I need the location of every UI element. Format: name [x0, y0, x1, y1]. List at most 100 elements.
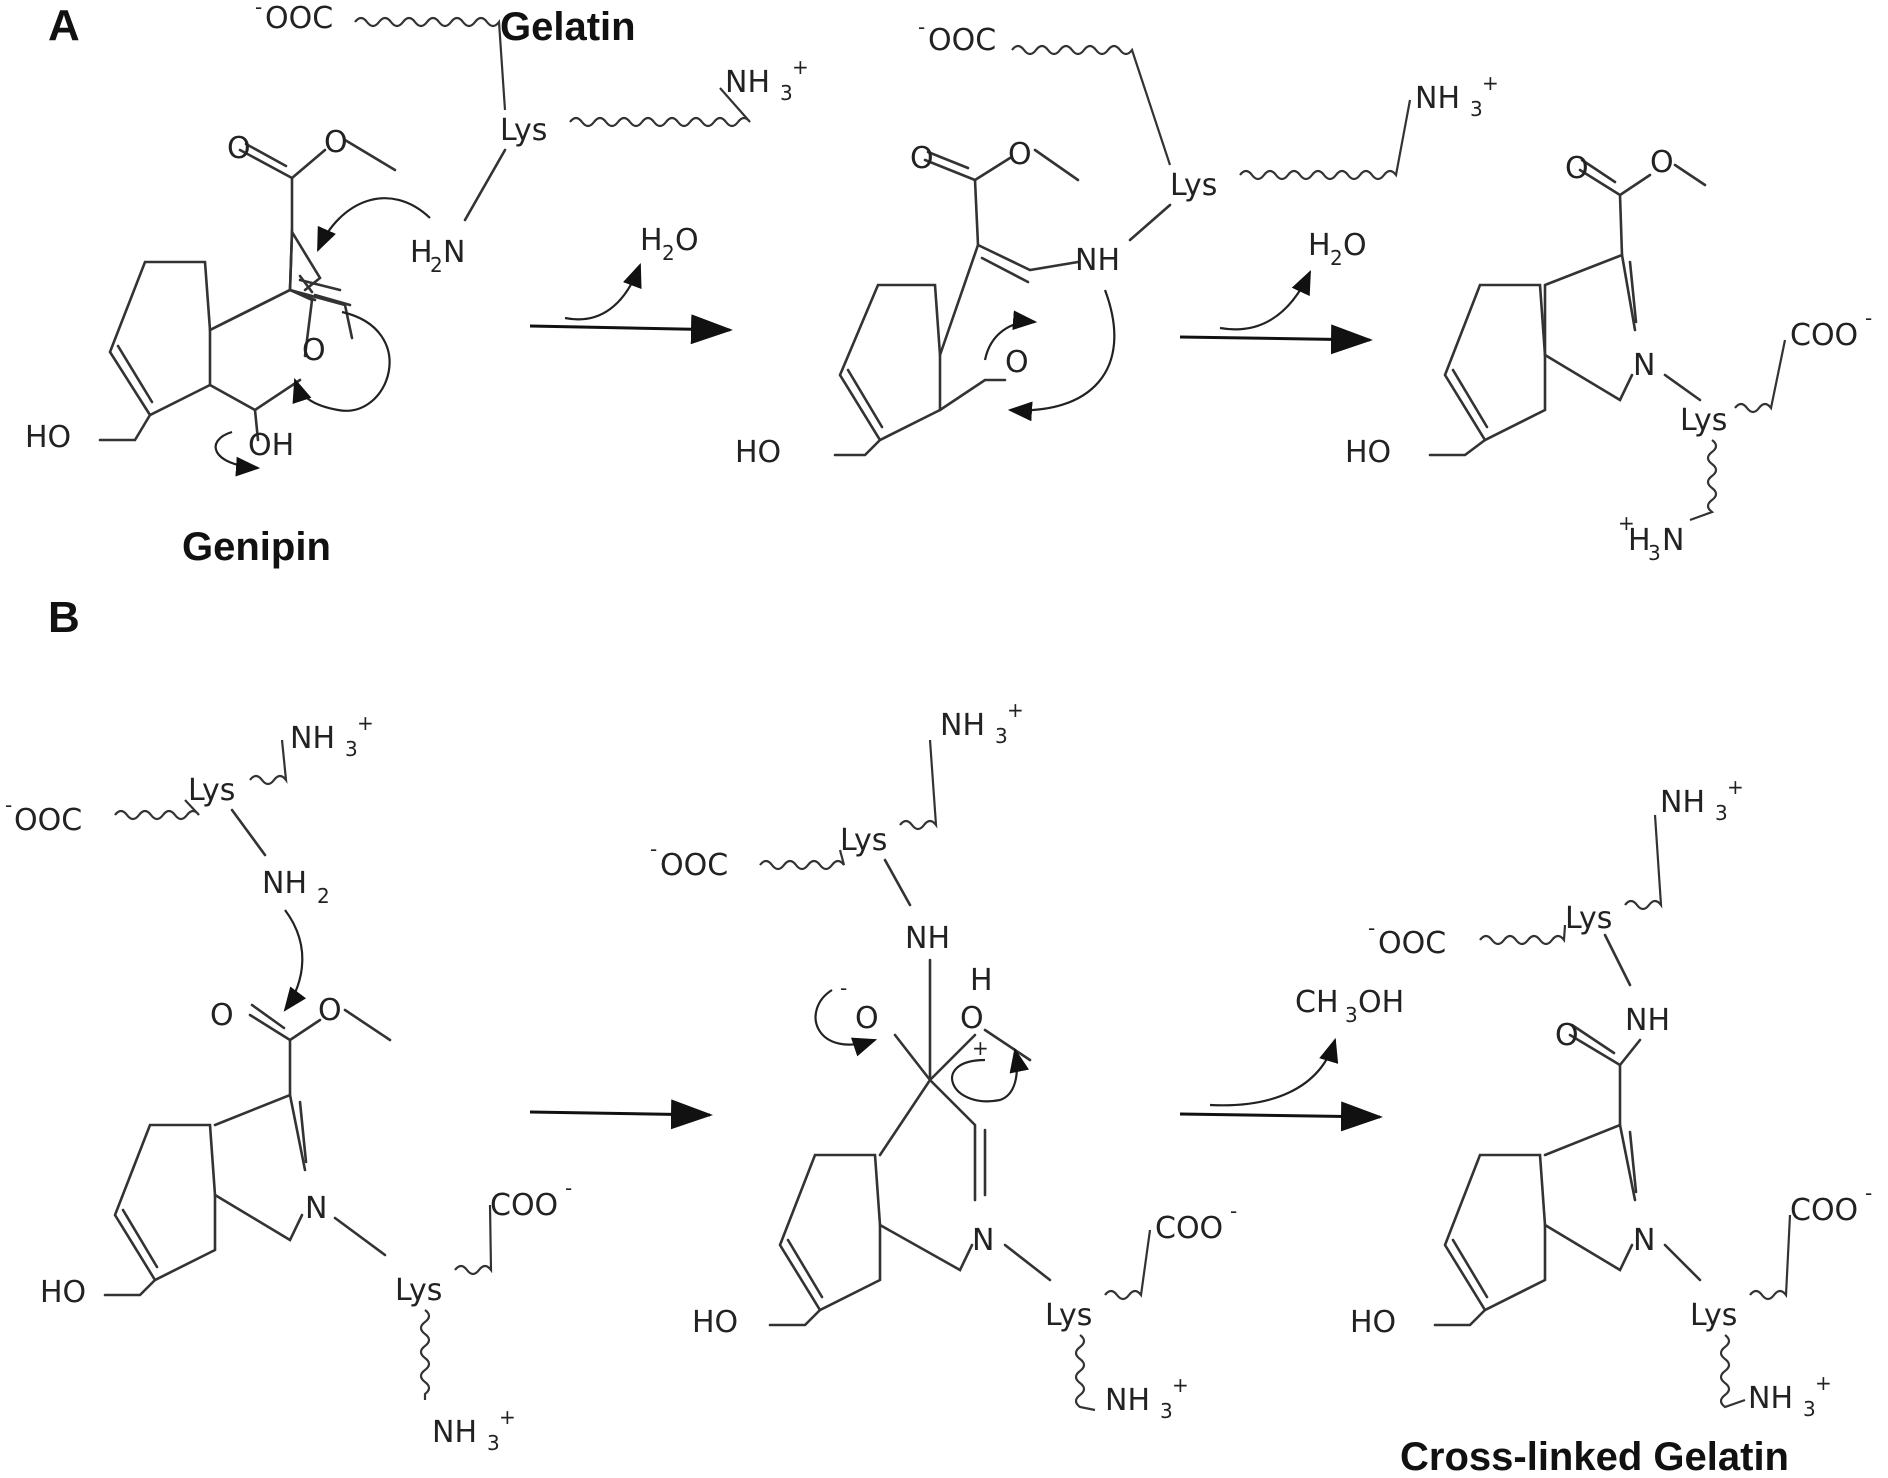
svg-text:NH: NH — [290, 721, 335, 756]
svg-text:NH: NH — [725, 65, 770, 100]
svg-text:2: 2 — [662, 241, 675, 265]
svg-text:Lys: Lys — [1690, 1298, 1737, 1333]
gelatin-chain-a1: - OOC Lys NH 3 + H 2 N — [255, 0, 809, 277]
svg-text:N: N — [443, 235, 465, 270]
svg-text:COO: COO — [490, 1188, 558, 1223]
svg-text:HO: HO — [692, 1305, 738, 1340]
svg-text:NH: NH — [1075, 243, 1120, 278]
svg-text:-: - — [650, 837, 657, 861]
svg-text:-: - — [1865, 306, 1872, 330]
svg-text:+: + — [1815, 1371, 1832, 1395]
title-crosslinked: Cross-linked Gelatin — [1400, 1435, 1789, 1478]
svg-text:3: 3 — [1803, 1397, 1816, 1421]
svg-text:OOC: OOC — [14, 803, 82, 838]
svg-text:O: O — [910, 141, 934, 176]
svg-text:-: - — [918, 15, 925, 39]
svg-text:3: 3 — [345, 737, 358, 761]
svg-text:NH: NH — [1625, 1003, 1670, 1038]
svg-text:3: 3 — [780, 81, 793, 105]
svg-text:NH: NH — [905, 921, 950, 956]
svg-text:H: H — [970, 963, 993, 998]
svg-text:+: + — [357, 711, 374, 735]
svg-text:+: + — [1172, 1373, 1189, 1397]
svg-text:Lys: Lys — [840, 823, 887, 858]
svg-text:COO: COO — [1790, 1193, 1858, 1228]
svg-text:O: O — [302, 333, 326, 368]
gelatin-chain-a2: - OOC Lys NH 3 + — [918, 15, 1499, 203]
svg-text:N: N — [305, 1191, 327, 1226]
svg-text:2: 2 — [430, 253, 443, 277]
svg-text:+: + — [1618, 511, 1635, 535]
svg-text:OH: OH — [248, 428, 294, 463]
svg-text:2: 2 — [1330, 246, 1343, 270]
svg-text:OH: OH — [1358, 985, 1404, 1020]
svg-text:-: - — [1368, 916, 1375, 940]
svg-text:H: H — [1628, 523, 1651, 558]
svg-text:-: - — [1230, 1199, 1237, 1223]
svg-text:-: - — [255, 0, 262, 19]
svg-text:HO: HO — [25, 420, 71, 455]
svg-text:3: 3 — [1345, 1003, 1358, 1027]
gelatin-chain-b3: - OOC Lys NH 3 + NH — [1368, 775, 1744, 1038]
svg-text:COO: COO — [1155, 1211, 1223, 1246]
svg-text:NH: NH — [1748, 1381, 1793, 1416]
svg-text:NH: NH — [432, 1415, 477, 1450]
title-gelatin: Gelatin — [500, 5, 636, 49]
svg-text:NH: NH — [1660, 785, 1705, 820]
svg-text:NH: NH — [940, 708, 985, 743]
svg-text:2: 2 — [317, 884, 330, 908]
svg-text:O: O — [1005, 345, 1029, 380]
svg-text:3: 3 — [1715, 801, 1728, 825]
svg-text:O: O — [1008, 137, 1032, 172]
svg-text:+: + — [1007, 698, 1024, 722]
svg-text:-: - — [1865, 1181, 1872, 1205]
svg-text:NH: NH — [262, 866, 307, 901]
svg-text:HO: HO — [1350, 1305, 1396, 1340]
gelatin-chain-b1: - OOC Lys NH 3 + NH 2 — [5, 711, 374, 908]
svg-text:COO: COO — [1790, 318, 1858, 353]
svg-text:O: O — [324, 125, 348, 160]
svg-text:OOC: OOC — [928, 23, 996, 58]
svg-text:N: N — [1633, 1223, 1655, 1258]
svg-text:+: + — [499, 1405, 516, 1429]
svg-text:O: O — [318, 993, 342, 1028]
svg-text:H: H — [1308, 228, 1331, 263]
svg-text:3: 3 — [1470, 97, 1483, 121]
svg-text:-: - — [5, 793, 12, 817]
svg-text:Lys: Lys — [1565, 901, 1612, 936]
byproduct-methanol: CH 3 OH — [1295, 985, 1404, 1027]
svg-text:O: O — [960, 1001, 984, 1036]
svg-text:+: + — [792, 55, 809, 79]
svg-text:HO: HO — [735, 435, 781, 470]
svg-text:NH: NH — [1105, 1383, 1150, 1418]
svg-text:O: O — [227, 131, 251, 166]
svg-text:O: O — [1555, 1018, 1579, 1053]
svg-text:H: H — [410, 235, 433, 270]
svg-text:3: 3 — [1160, 1399, 1173, 1423]
product-a: O O N HO Lys COO - + H 3 N — [1345, 145, 1872, 565]
tetrahedral-intermediate: O - O H + N HO Lys COO - NH 3 + — [692, 958, 1237, 1423]
svg-text:Lys: Lys — [1045, 1298, 1092, 1333]
svg-text:O: O — [1565, 151, 1589, 186]
svg-text:3: 3 — [487, 1431, 500, 1455]
title-genipin: Genipin — [182, 525, 331, 569]
svg-text:-: - — [565, 1176, 572, 1200]
svg-text:3: 3 — [995, 724, 1008, 748]
panel-label-b: B — [48, 593, 80, 642]
svg-text:OOC: OOC — [1378, 926, 1446, 961]
panel-label-a: A — [48, 1, 80, 50]
svg-text:N: N — [1633, 348, 1655, 383]
crosslinked-product: O N HO Lys COO - NH 3 + — [1350, 1018, 1872, 1421]
svg-text:O: O — [1650, 145, 1674, 180]
genipin-molecule: O O O HO OH — [25, 125, 397, 463]
svg-text:O: O — [210, 998, 234, 1033]
svg-text:-: - — [840, 976, 847, 1000]
ester-intermediate-b1: O O N HO Lys COO - NH 3 + — [40, 993, 572, 1455]
svg-text:N: N — [1662, 523, 1684, 558]
svg-text:N: N — [972, 1223, 994, 1258]
svg-text:H: H — [640, 223, 663, 258]
svg-text:NH: NH — [1415, 81, 1460, 116]
byproduct-water-2: H 2 O — [1308, 228, 1367, 270]
svg-text:HO: HO — [40, 1275, 86, 1310]
